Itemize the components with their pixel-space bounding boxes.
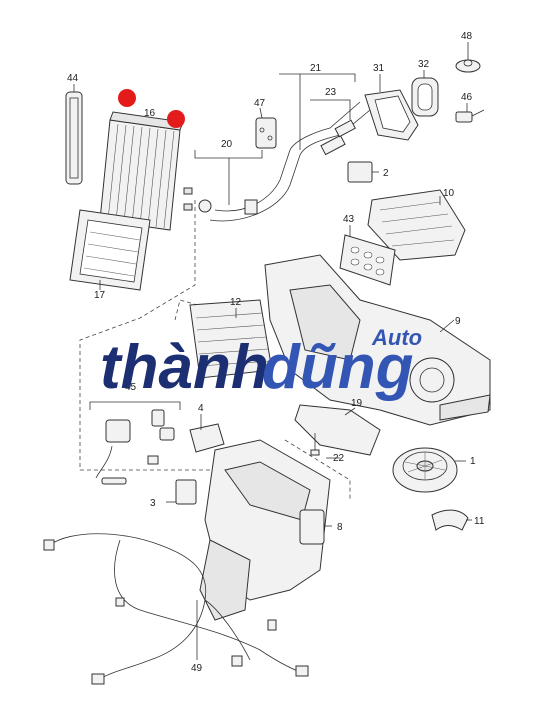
watermark-logo: thành dũng Auto <box>100 325 422 402</box>
callout-11: 11 <box>474 516 485 527</box>
callout-21: 21 <box>310 63 322 74</box>
part-19-duct <box>294 404 381 456</box>
part-12-filter <box>189 299 273 379</box>
watermark-thanh: thành <box>100 333 269 402</box>
callout-47: 47 <box>254 98 266 109</box>
callout-32: 32 <box>418 59 430 70</box>
part-11-cover <box>431 509 469 531</box>
callout-16: 16 <box>144 108 156 119</box>
callout-10: 10 <box>443 188 455 199</box>
callout-2: 2 <box>383 168 389 179</box>
part-4-actuator <box>189 423 225 453</box>
callout-44: 44 <box>67 73 79 84</box>
callout-23: 23 <box>325 87 337 98</box>
part-17-frame <box>69 209 151 291</box>
part-49-harness <box>43 533 309 685</box>
part-22-screw <box>310 433 320 456</box>
callout-19: 19 <box>351 398 363 409</box>
part-46-sensor <box>455 109 485 123</box>
group-line-left <box>79 200 210 471</box>
callout-4: 4 <box>198 403 204 414</box>
part-20-21-pipes <box>198 101 371 222</box>
part-9-housing <box>264 254 491 426</box>
watermark-auto: Auto <box>371 325 422 350</box>
callout-1: 1 <box>470 456 476 467</box>
callout-9: 9 <box>455 316 461 327</box>
part-1-blower <box>392 447 458 493</box>
callout-17: 17 <box>94 290 106 301</box>
callout-20: 20 <box>221 139 233 150</box>
leader-lines <box>73 42 472 660</box>
callout-48: 48 <box>461 31 473 42</box>
part-31-gasket <box>364 89 419 141</box>
part-44-seal <box>65 91 83 185</box>
part-16-heater-core <box>99 111 193 231</box>
callout-31: 31 <box>373 63 385 74</box>
part-10-module <box>367 189 466 261</box>
part-47-valve <box>255 117 277 149</box>
callout-12: 12 <box>230 297 242 308</box>
part-43-flap <box>339 234 396 286</box>
part-8-lower-housing <box>199 439 331 621</box>
watermark-dung: dũng <box>262 333 414 402</box>
callout-22: 22 <box>333 453 345 464</box>
callout-46: 46 <box>461 92 473 103</box>
callout-43: 43 <box>343 214 355 225</box>
callout-45: 45 <box>125 382 137 393</box>
part-3-actuator <box>175 479 197 505</box>
part-2-actuator <box>347 161 373 183</box>
part-48-grommet <box>455 59 481 73</box>
callout-49: 49 <box>191 663 203 674</box>
marker-dot-1 <box>118 89 136 107</box>
part-32-ring <box>411 77 439 117</box>
marker-dot-2 <box>167 110 185 128</box>
part-45-group <box>89 401 181 485</box>
callout-8: 8 <box>337 522 343 533</box>
callout-3: 3 <box>150 498 156 509</box>
